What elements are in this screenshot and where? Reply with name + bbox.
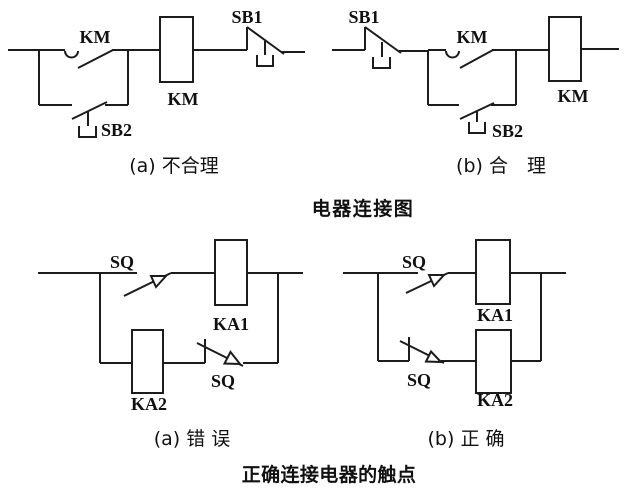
sb2-label: SB2 xyxy=(101,120,132,140)
sb2-no-pushbutton xyxy=(71,101,108,138)
wire xyxy=(38,272,303,364)
diagram-contacts-wrong: SQ KA1 KA2 SQ xyxy=(38,239,303,414)
wire xyxy=(343,272,566,362)
km-no-contact xyxy=(64,49,114,69)
sq-bottom-label: SQ xyxy=(407,370,431,390)
ka1-coil xyxy=(475,239,511,305)
caption-b-reasonable: (b) 合 理 xyxy=(456,155,546,177)
caption-a-wrong: (a) 错 误 xyxy=(153,428,231,450)
km-coil-label: KM xyxy=(168,89,199,109)
ka1-label: KA1 xyxy=(213,314,249,334)
ka2-label: KA2 xyxy=(477,390,513,410)
km-coil-label: KM xyxy=(558,86,589,106)
wire xyxy=(332,48,619,106)
diagram-contacts-correct: SQ SQ KA1 KA2 xyxy=(343,239,566,410)
sq-nc-contact-arrow xyxy=(424,349,444,364)
diagram-connection-reasonable: SB1 KM SB2 KM xyxy=(332,7,619,141)
caption-electrical-connection-diagram: 电器连接图 xyxy=(311,198,415,220)
km-coil xyxy=(548,16,582,82)
sb1-nc-pushbutton xyxy=(246,26,285,67)
caption-b-correct: (b) 正 确 xyxy=(427,428,505,450)
sq-top-label: SQ xyxy=(402,252,426,272)
sq-nc-contact-arrow xyxy=(222,350,243,366)
sq-no-contact-arrow xyxy=(149,275,169,289)
sb1-label: SB1 xyxy=(348,7,379,27)
wire xyxy=(8,49,305,106)
ka2-coil xyxy=(475,329,512,394)
caption-correct-contact-connection: 正确连接电器的触点 xyxy=(241,464,417,486)
caption-a-unreasonable: (a) 不合理 xyxy=(129,155,219,177)
sb2-label: SB2 xyxy=(492,121,523,141)
sq-top-label: SQ xyxy=(110,252,134,272)
ka2-coil xyxy=(131,329,164,394)
ka1-label: KA1 xyxy=(477,305,513,325)
sq-bottom-label: SQ xyxy=(211,371,235,391)
km-no-contact xyxy=(445,49,494,69)
sb1-label: SB1 xyxy=(231,7,262,27)
km-coil xyxy=(159,16,194,83)
km-contact-label: KM xyxy=(457,27,488,47)
ka1-coil xyxy=(214,239,248,306)
km-contact-label: KM xyxy=(80,27,111,47)
diagram-connection-unreasonable: KM KM SB1 SB2 xyxy=(8,7,305,140)
ka2-label: KA2 xyxy=(131,394,167,414)
sb1-nc-pushbutton xyxy=(364,26,402,69)
sq-no-contact-arrow xyxy=(427,274,447,288)
sb2-no-pushbutton xyxy=(459,102,495,134)
